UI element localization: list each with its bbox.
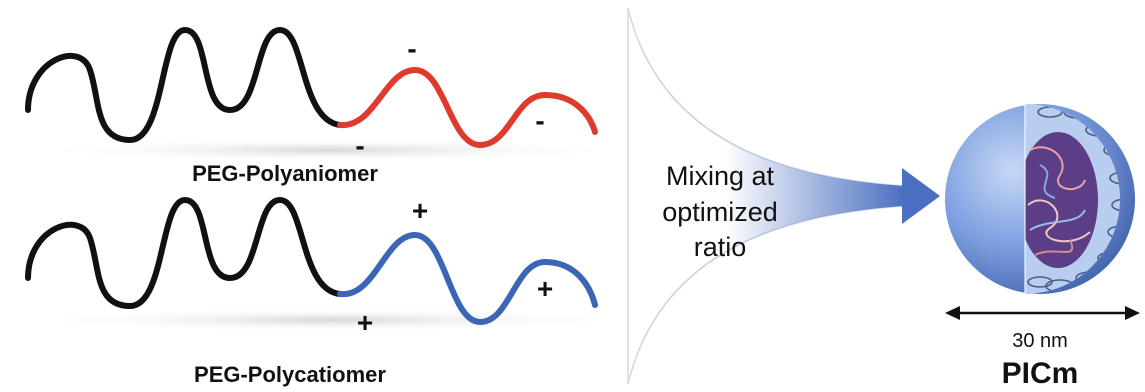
picm-micelle bbox=[945, 104, 1135, 294]
anion-charge-2: - bbox=[355, 130, 364, 161]
anion-charge-3: - bbox=[535, 105, 544, 136]
polycation-shadow bbox=[30, 308, 630, 332]
cation-charge-1: + bbox=[412, 195, 428, 226]
mixing-arrow: Mixing at optimized ratio bbox=[627, 7, 940, 385]
polyanion-segment bbox=[337, 66, 598, 149]
scale-arrow-right bbox=[1125, 306, 1140, 320]
mixing-label-line2: optimized bbox=[662, 197, 778, 227]
anion-charge-1: - bbox=[407, 33, 416, 64]
pic-core bbox=[1025, 132, 1098, 268]
polycation-block-copolymer: + + + PEG-Polycatiomer bbox=[25, 195, 630, 387]
size-label: 30 nm bbox=[1012, 330, 1068, 352]
polycation-segment bbox=[337, 231, 598, 326]
mixing-funnel bbox=[627, 7, 906, 385]
size-scale: 30 nm PICm bbox=[945, 306, 1140, 390]
cation-charge-3: + bbox=[537, 273, 553, 304]
core-entangled-chains bbox=[1027, 146, 1091, 256]
mixing-label-line1: Mixing at bbox=[666, 161, 775, 191]
cation-charge-2: + bbox=[357, 307, 373, 338]
polycation-label: PEG-Polycatiomer bbox=[194, 362, 386, 387]
polyanion-block-copolymer: - - - PEG-Polyaniomer bbox=[25, 26, 630, 186]
mixing-label-line3: ratio bbox=[694, 232, 747, 262]
peg-segment-cation bbox=[25, 196, 343, 310]
product-label: PICm bbox=[1002, 357, 1079, 390]
peg-segment-anion bbox=[25, 26, 343, 144]
mixing-arrowhead bbox=[902, 168, 940, 224]
scale-arrow-left bbox=[945, 306, 960, 320]
polyanion-label: PEG-Polyaniomer bbox=[192, 161, 378, 186]
